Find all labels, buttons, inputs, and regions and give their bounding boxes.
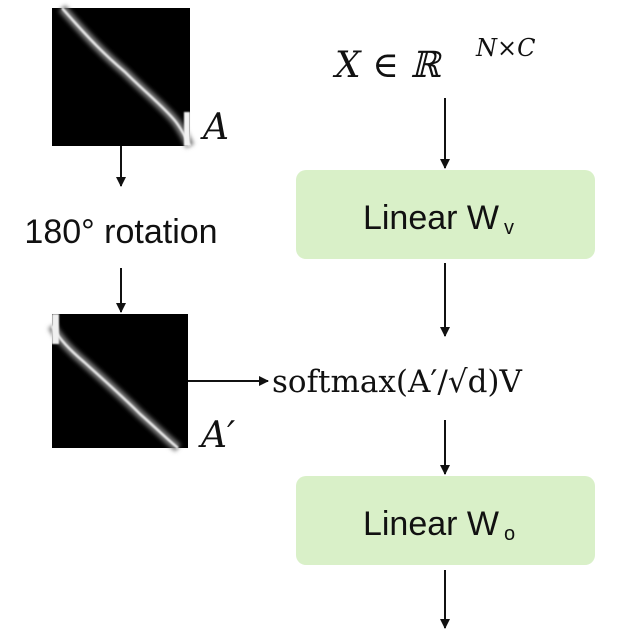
- matrix-a-background: [52, 8, 190, 146]
- input-text: X ∈ ℝ: [332, 45, 442, 86]
- linear-wv-subscript: v: [504, 217, 514, 239]
- linear-wo-background: [296, 476, 595, 565]
- softmax-expression: softmax(A′/√d)V: [272, 364, 523, 400]
- matrix-a-label: A: [200, 107, 229, 148]
- linear-wo-box: Linear W o: [296, 476, 595, 565]
- attention-matrix-a-prime: [48, 314, 188, 452]
- matrix-a-prime-corner-highlight: [52, 314, 59, 344]
- input-superscript: N×C: [475, 34, 535, 62]
- matrix-a-prime-label: A′: [198, 415, 235, 456]
- linear-wo-label: Linear W: [363, 505, 499, 543]
- rotation-label: 180° rotation: [24, 213, 217, 251]
- matrix-a-diagonal: [61, 7, 192, 147]
- matrix-a-corner-highlight: [184, 112, 190, 146]
- linear-wv-box: Linear W v: [296, 170, 595, 259]
- linear-wv-background: [296, 170, 595, 259]
- input-label: X ∈ ℝ N×C: [332, 34, 535, 86]
- matrix-a-prime-diagonal: [50, 325, 179, 449]
- attention-matrix-a: [52, 5, 195, 149]
- linear-wv-label: Linear W: [363, 199, 499, 237]
- linear-wo-subscript: o: [504, 523, 515, 545]
- matrix-a-prime-background: [52, 314, 188, 448]
